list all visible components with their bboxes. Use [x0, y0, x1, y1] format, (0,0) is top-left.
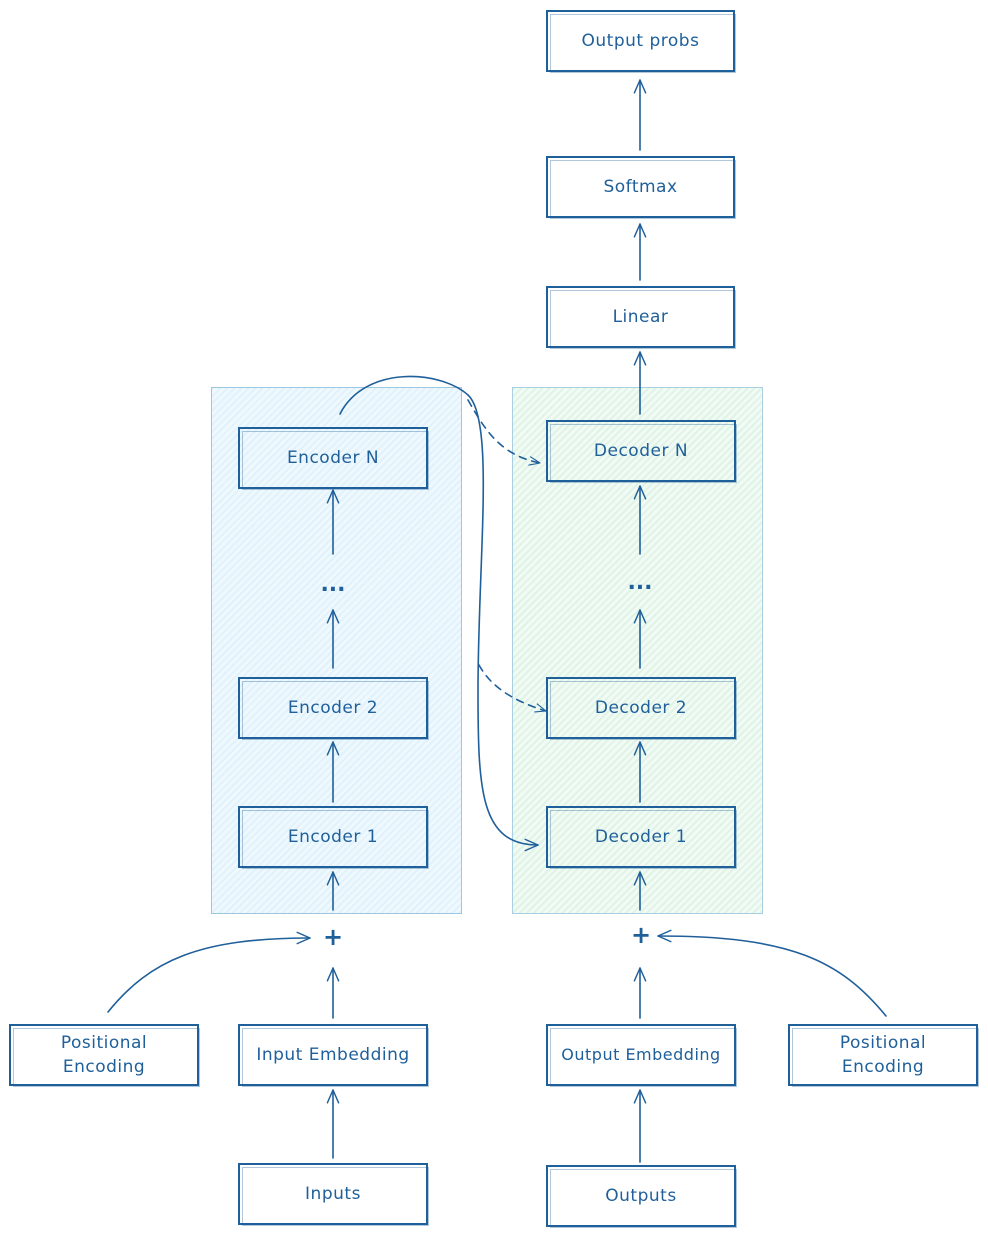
input-embedding-label: Input Embedding — [256, 1045, 410, 1065]
softmax-label: Softmax — [603, 177, 678, 197]
decoder-1-label: Decoder 1 — [594, 827, 688, 847]
inputs-label: Inputs — [305, 1184, 361, 1204]
positional-encoding-left-label: Positional Encoding — [60, 1033, 148, 1077]
decoder-n-box: Decoder N — [546, 420, 737, 483]
positional-encoding-left-box: Positional Encoding — [9, 1024, 200, 1087]
plus-left: + — [322, 923, 344, 951]
arrow-encoder-n-to-decoder-2 — [478, 664, 547, 713]
positional-encoding-right-label: Positional Encoding — [839, 1033, 927, 1077]
encoder-n-label: Encoder N — [286, 448, 380, 468]
input-embedding-box: Input Embedding — [238, 1024, 429, 1087]
decoder-2-box: Decoder 2 — [546, 677, 737, 740]
softmax-box: Softmax — [546, 156, 736, 219]
decoder-n-label: Decoder N — [593, 441, 689, 461]
arrow-positional-to-plus-right — [657, 929, 887, 1017]
encoder-stack-panel — [211, 387, 462, 914]
decoder-stack-panel — [512, 387, 763, 914]
plus-right: + — [630, 921, 652, 949]
encoder-n-box: Encoder N — [238, 427, 429, 490]
decoder-ellipsis: ... — [627, 570, 653, 595]
encoder-ellipsis: ... — [320, 572, 346, 597]
output-embedding-box: Output Embedding — [546, 1024, 737, 1087]
output-embedding-label: Output Embedding — [561, 1045, 721, 1064]
outputs-box: Outputs — [546, 1165, 737, 1228]
output-probs-label: Output probs — [581, 31, 700, 51]
inputs-box: Inputs — [238, 1163, 429, 1226]
encoder-1-box: Encoder 1 — [238, 806, 429, 869]
linear-label: Linear — [612, 307, 669, 327]
output-probs-box: Output probs — [546, 10, 736, 73]
positional-encoding-right-box: Positional Encoding — [788, 1024, 979, 1087]
arrow-positional-to-plus-left — [107, 931, 311, 1013]
linear-box: Linear — [546, 286, 736, 349]
encoder-2-label: Encoder 2 — [287, 698, 379, 718]
arrow-encoder-n-to-decoder-n — [467, 399, 541, 466]
arrow-encoder-n-to-decoder-1 — [339, 375, 539, 852]
decoder-1-box: Decoder 1 — [546, 806, 737, 869]
outputs-label: Outputs — [605, 1186, 677, 1206]
encoder-1-label: Encoder 1 — [287, 827, 379, 847]
decoder-2-label: Decoder 2 — [594, 698, 688, 718]
encoder-2-box: Encoder 2 — [238, 677, 429, 740]
